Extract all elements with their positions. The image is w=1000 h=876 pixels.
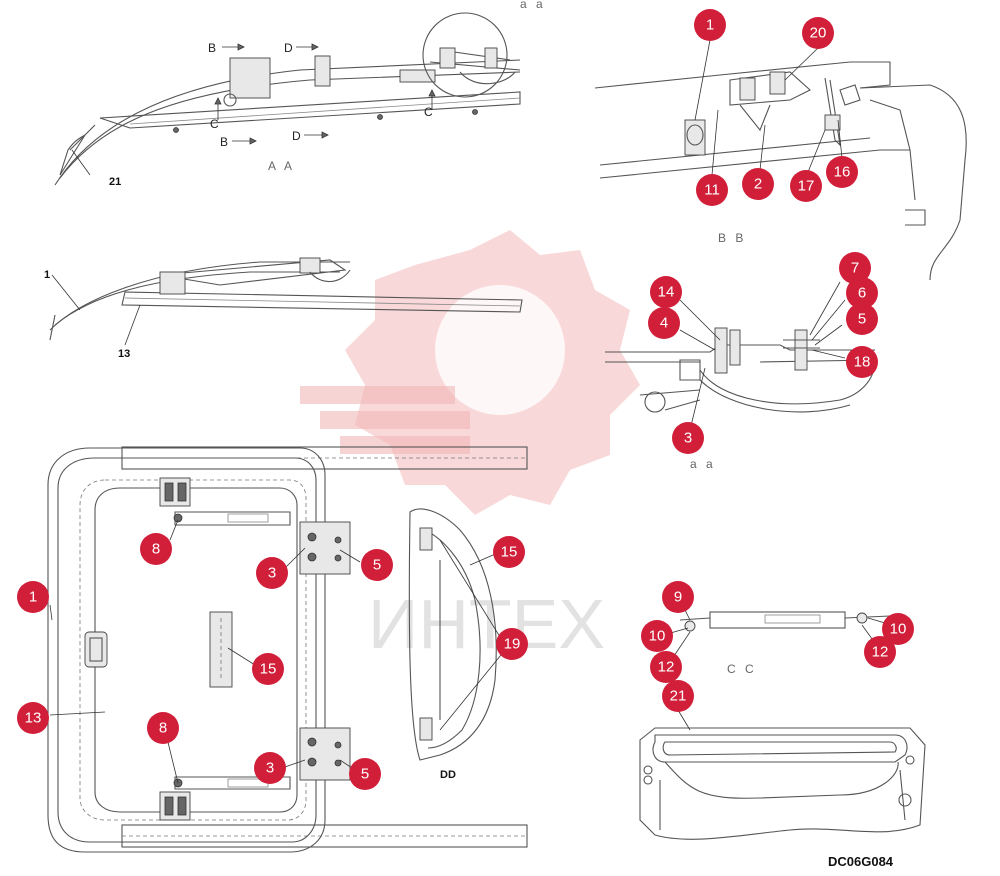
callout-10-right: 10 bbox=[882, 613, 914, 645]
section-marker-D-bottom: D bbox=[292, 129, 301, 143]
section-marker-B-bottom: B bbox=[220, 135, 228, 149]
callout-3-aa: 3 bbox=[672, 422, 704, 454]
view-dd-section bbox=[408, 508, 506, 761]
callout-5-aa: 5 bbox=[846, 303, 878, 335]
svg-text:20: 20 bbox=[810, 25, 827, 42]
svg-text:8: 8 bbox=[152, 541, 160, 558]
callout-5-bottom: 5 bbox=[349, 758, 381, 790]
view-rail-side-section bbox=[49, 257, 523, 346]
svg-text:17: 17 bbox=[798, 178, 815, 195]
callout-2: 2 bbox=[742, 168, 774, 200]
callout-12-left: 12 bbox=[650, 651, 682, 683]
svg-text:6: 6 bbox=[858, 285, 866, 302]
callout-9: 9 bbox=[662, 581, 694, 613]
svg-text:7: 7 bbox=[851, 260, 859, 277]
callout-7: 7 bbox=[839, 252, 871, 284]
svg-text:16: 16 bbox=[834, 164, 851, 181]
view-label-BB: B B bbox=[718, 231, 746, 245]
svg-text:12: 12 bbox=[658, 659, 675, 676]
svg-text:15: 15 bbox=[501, 544, 518, 561]
svg-text:4: 4 bbox=[660, 315, 668, 332]
callout-18: 18 bbox=[846, 346, 878, 378]
svg-text:1: 1 bbox=[29, 589, 37, 606]
callout-21: 21 bbox=[662, 680, 694, 712]
watermark-gear-logo bbox=[300, 230, 640, 515]
callout-6: 6 bbox=[846, 277, 878, 309]
view-label-AA: A A bbox=[268, 159, 295, 173]
callout-16: 16 bbox=[826, 156, 858, 188]
section-marker-C-left: C bbox=[210, 117, 219, 131]
svg-text:3: 3 bbox=[684, 430, 692, 447]
svg-text:18: 18 bbox=[854, 354, 871, 371]
section-markers-aa bbox=[214, 43, 436, 145]
svg-text:15: 15 bbox=[260, 661, 277, 678]
svg-text:11: 11 bbox=[704, 182, 720, 199]
view-plan-frame bbox=[47, 446, 528, 853]
svg-text:3: 3 bbox=[266, 760, 274, 777]
view-label-aa-small: a a bbox=[520, 0, 546, 11]
callout-15-dd: 15 bbox=[493, 536, 525, 568]
section-marker-D-top: D bbox=[284, 41, 293, 55]
view-rear-perspective bbox=[639, 709, 926, 840]
callout-8-bottom: 8 bbox=[147, 712, 179, 744]
callout-10-left: 10 bbox=[641, 620, 673, 652]
callout-8-top: 8 bbox=[140, 533, 172, 565]
view-label-CC: C C bbox=[727, 662, 757, 676]
svg-text:5: 5 bbox=[858, 311, 866, 328]
label-21: 21 bbox=[109, 176, 121, 188]
callout-14: 14 bbox=[650, 276, 682, 308]
section-marker-B-top: B bbox=[208, 41, 216, 55]
drawing-code: DC06G084 bbox=[828, 854, 894, 869]
callout-20: 20 bbox=[802, 17, 834, 49]
view-label-DD: DD bbox=[440, 769, 456, 781]
svg-text:9: 9 bbox=[674, 589, 682, 606]
svg-text:2: 2 bbox=[754, 176, 762, 193]
svg-text:12: 12 bbox=[872, 644, 889, 661]
callout-1-plan: 1 bbox=[17, 581, 49, 613]
svg-text:19: 19 bbox=[504, 636, 521, 653]
svg-text:13: 13 bbox=[25, 710, 42, 727]
svg-text:14: 14 bbox=[658, 284, 675, 301]
view-aa-section bbox=[54, 12, 521, 186]
watermark-text: ИНТЕХ bbox=[368, 585, 605, 663]
label-13: 13 bbox=[118, 348, 130, 360]
svg-text:10: 10 bbox=[890, 621, 907, 638]
callout-3-top: 3 bbox=[256, 557, 288, 589]
svg-text:3: 3 bbox=[268, 565, 276, 582]
callout-5-top: 5 bbox=[361, 549, 393, 581]
svg-text:5: 5 bbox=[361, 766, 369, 783]
callout-4: 4 bbox=[648, 307, 680, 339]
callout-1-bb: 1 bbox=[694, 9, 726, 41]
callout-19: 19 bbox=[496, 628, 528, 660]
callout-12-right: 12 bbox=[864, 636, 896, 668]
callout-17: 17 bbox=[790, 170, 822, 202]
svg-text:10: 10 bbox=[649, 628, 666, 645]
section-marker-C-right: C bbox=[424, 105, 433, 119]
svg-text:21: 21 bbox=[670, 688, 687, 705]
svg-text:8: 8 bbox=[159, 720, 167, 737]
label-1: 1 bbox=[44, 269, 50, 281]
view-aa-detail bbox=[605, 281, 876, 431]
callout-13: 13 bbox=[17, 702, 49, 734]
callout-3-bottom: 3 bbox=[254, 752, 286, 784]
svg-text:1: 1 bbox=[706, 17, 714, 34]
view-label-aa-detail: a a bbox=[690, 457, 716, 471]
view-bb-section bbox=[594, 39, 967, 281]
callout-11: 11 bbox=[696, 174, 728, 206]
svg-text:5: 5 bbox=[373, 557, 381, 574]
callout-15-plan: 15 bbox=[252, 653, 284, 685]
